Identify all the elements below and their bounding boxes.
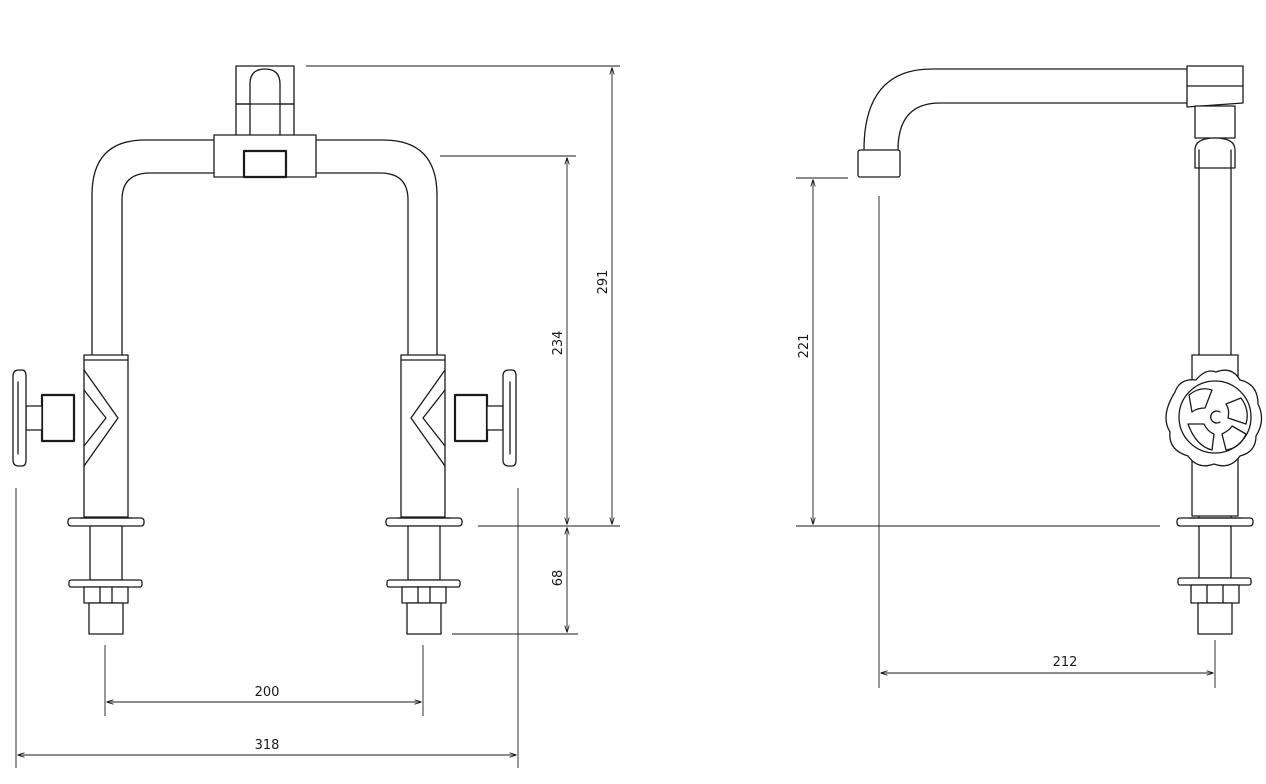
dim-label-234: 234 [551, 331, 566, 356]
side-dimensions: 221 212 [796, 177, 1216, 688]
bridge-left-arm [91, 139, 215, 356]
spout-head [1186, 65, 1244, 169]
centre-block [213, 103, 317, 179]
dim-label-291: 291 [596, 270, 611, 295]
spout-outlet [857, 149, 901, 178]
spout [863, 68, 1188, 151]
bridge-right-arm [315, 139, 438, 356]
left-shank [67, 517, 145, 635]
left-valve-body [12, 354, 129, 518]
right-valve-body [400, 354, 517, 518]
side-shank [1176, 517, 1254, 635]
dim-label-68: 68 [551, 570, 566, 587]
dim-label-318: 318 [255, 738, 280, 753]
front-view: 291 234 68 200 318 [12, 65, 620, 768]
front-dimensions: 291 234 68 200 318 [15, 65, 620, 768]
dim-label-221: 221 [797, 334, 812, 359]
dim-label-212: 212 [1053, 655, 1078, 670]
right-shank [385, 517, 463, 635]
side-view: 221 212 [796, 65, 1263, 688]
handwheel [1165, 369, 1263, 467]
dim-label-200: 200 [255, 685, 280, 700]
top-nozzle [235, 65, 295, 141]
